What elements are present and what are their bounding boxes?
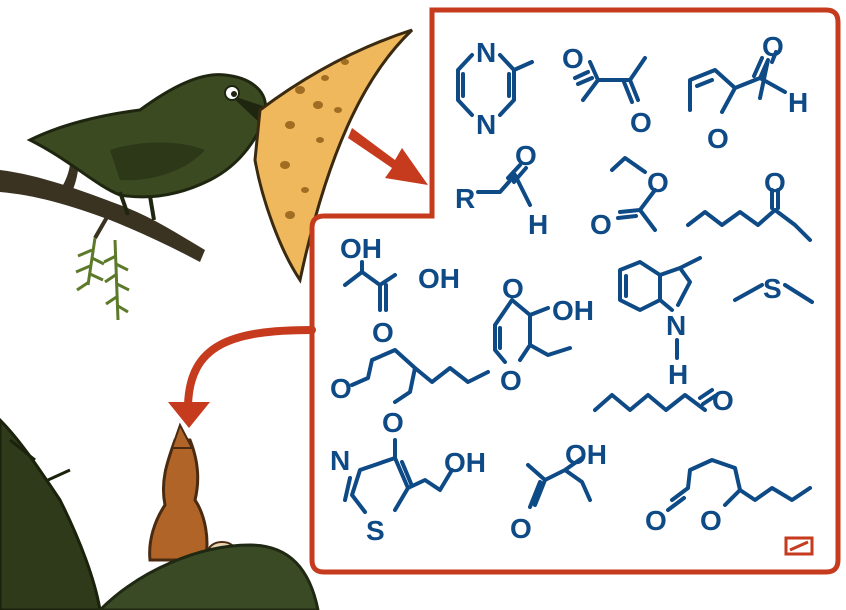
- atom-r: R: [455, 183, 475, 214]
- atom-o-carbonyl: O: [645, 505, 667, 536]
- atom-o-keto: O: [502, 273, 524, 304]
- atom-n: N: [666, 310, 686, 341]
- atom-o-carbonyl: O: [590, 209, 612, 240]
- ground-hill: [97, 543, 320, 610]
- artist-mark-icon: [784, 536, 814, 556]
- molecule-dimethyl-sulfide: S: [733, 273, 814, 304]
- molecule-ethyl-acetate: O O: [590, 156, 669, 240]
- atom-h-aldehyde: H: [788, 87, 808, 118]
- atom-o-1: O: [562, 43, 584, 74]
- atom-n-top: N: [476, 37, 496, 68]
- molecule-frame: [309, 7, 841, 575]
- molecule-lactone-5ring: O O: [330, 348, 490, 438]
- molecule-lactic-acid: OH OH O: [340, 233, 460, 348]
- leaf-sprig: [75, 237, 130, 321]
- atom-o-aldehyde: O: [762, 31, 784, 62]
- atom-n: N: [330, 445, 350, 476]
- molecule-diacetyl: O O: [562, 43, 652, 138]
- molecule-furfural: O O H: [688, 31, 808, 154]
- molecule-aldehyde: R O H: [455, 140, 548, 240]
- atom-oh-1: OH: [340, 233, 382, 264]
- atom-oh: OH: [565, 439, 607, 470]
- molecules: N N O O O O H R O H O O: [330, 31, 814, 546]
- atom-o-ring: O: [707, 123, 729, 154]
- arrow-to-molecules: [348, 128, 428, 185]
- atom-o: O: [515, 140, 537, 171]
- molecule-lactone-6ring: O O: [645, 458, 812, 536]
- molecule-ethyl-maltol: O OH O: [493, 273, 594, 396]
- atom-o-ring: O: [700, 505, 722, 536]
- molecule-heptanone: O: [686, 167, 812, 242]
- atom-n-bottom: N: [476, 109, 496, 140]
- atom-h: H: [528, 209, 548, 240]
- molecule-methylpyrazine: N N: [456, 37, 534, 140]
- cheese: [253, 28, 414, 284]
- fox: [148, 422, 237, 563]
- atom-oh: OH: [552, 295, 594, 326]
- atom-o: O: [510, 513, 532, 544]
- atom-o: O: [764, 167, 786, 198]
- molecule-thiazole: N OH S: [330, 438, 486, 546]
- molecule-acetoin: OH O: [510, 439, 607, 544]
- atom-o-ether: O: [647, 167, 669, 198]
- atom-s: S: [763, 273, 782, 304]
- atom-o: O: [712, 385, 734, 416]
- atom-o-carbonyl: O: [330, 373, 352, 404]
- molecule-hexanal: H O: [593, 338, 734, 416]
- arrow-to-fox: [168, 326, 316, 428]
- atom-s: S: [366, 515, 385, 546]
- tree-trunk: [0, 417, 102, 610]
- atom-oh-2: OH: [418, 263, 460, 294]
- atom-h: H: [668, 359, 688, 390]
- atom-o-ring: O: [382, 407, 404, 438]
- atom-o-2: O: [630, 107, 652, 138]
- molecule-skatole: N: [618, 256, 702, 341]
- crow: [26, 73, 290, 221]
- atom-o: O: [372, 317, 394, 348]
- atom-o-ring: O: [500, 365, 522, 396]
- atom-oh: OH: [444, 447, 486, 478]
